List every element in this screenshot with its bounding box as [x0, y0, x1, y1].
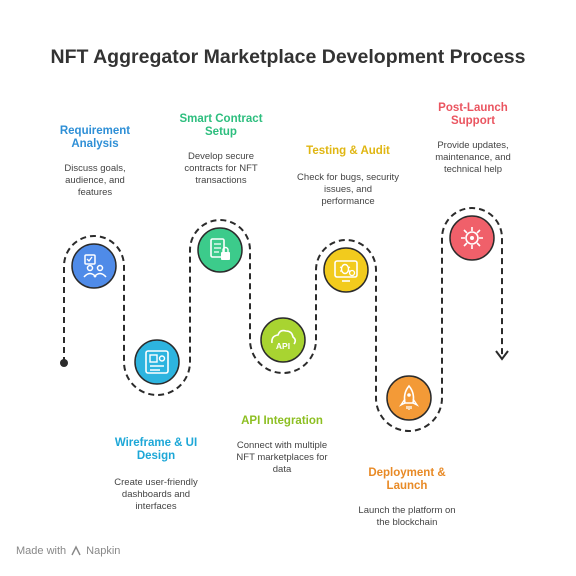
step-node-3 — [197, 227, 243, 273]
step-desc-post-launch: Provide updates, maintenance, and techni… — [435, 140, 511, 175]
step-circle — [260, 317, 306, 363]
step-circle — [386, 375, 432, 421]
svg-text:API: API — [276, 341, 290, 351]
ui-layout-icon — [145, 350, 169, 374]
step-node-2 — [134, 339, 180, 385]
step-circle — [71, 243, 117, 289]
step-desc-testing: Check for bugs, security issues, and per… — [297, 172, 399, 207]
step-desc-smart-contract: Develop secure contracts for NFT transac… — [184, 151, 258, 186]
step-label-api: API Integration — [241, 415, 323, 427]
step-desc-wireframe: Create user-friendly dashboards and inte… — [114, 477, 198, 512]
step-label-requirement: Requirement Analysis — [59, 125, 131, 150]
step-node-4: API — [260, 317, 306, 363]
step-label-wireframe: Wireframe & UI Design — [114, 437, 198, 462]
process-path — [63, 207, 503, 432]
step-node-1 — [71, 243, 117, 289]
step-label-testing: Testing & Audit — [306, 145, 390, 157]
contract-lock-icon — [210, 238, 230, 260]
rocket-icon — [398, 384, 420, 410]
step-desc-requirement: Discuss goals, audience, and features — [64, 163, 126, 198]
support-gear-icon — [461, 227, 483, 249]
bug-monitor-icon — [334, 260, 358, 282]
page-title: NFT Aggregator Marketplace Development P… — [50, 46, 526, 68]
step-label-post-launch: Post-Launch Support — [438, 102, 508, 127]
step-desc-api: Connect with multiple NFT marketplaces f… — [236, 440, 328, 475]
cloud-api-icon: API — [271, 329, 297, 351]
napkin-logo-icon — [71, 545, 81, 556]
footer-credit: Made with Napkin — [16, 545, 120, 557]
step-node-5 — [323, 247, 369, 293]
step-label-deployment: Deployment & Launch — [368, 467, 446, 492]
step-circle — [197, 227, 243, 273]
step-desc-deployment: Launch the platform on the blockchain — [358, 505, 456, 528]
step-node-6 — [386, 375, 432, 421]
checklist-people-icon — [83, 254, 107, 278]
made-with-text: Made with — [16, 545, 67, 557]
path-end-arrow — [495, 350, 509, 361]
step-circle — [323, 247, 369, 293]
step-node-7 — [449, 215, 495, 261]
brand-name: Napkin — [86, 545, 121, 557]
path-start-dot — [60, 359, 68, 367]
step-label-smart-contract: Smart Contract Setup — [179, 113, 263, 138]
